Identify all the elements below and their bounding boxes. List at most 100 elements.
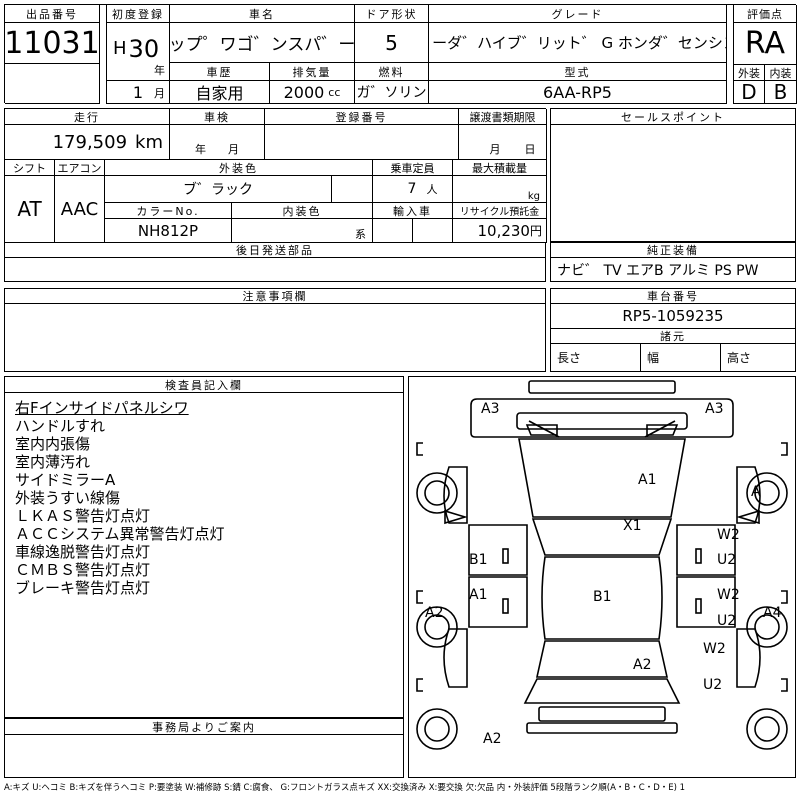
transfer-day-unit: 日 xyxy=(524,143,536,156)
plate xyxy=(265,125,459,160)
history-label: 車歴 xyxy=(170,63,270,81)
inspector-box: 検査員記入欄 右Fインサイドパネルシワ ハンドルすれ 室内内張傷 室内薄汚れ サ… xyxy=(4,376,404,718)
shipping-box: 後日発送部品 xyxy=(4,242,546,282)
specs-block: 走行 179,509 km 車検 年 月 登録番号 譲渡書類期限 月 日 シフト… xyxy=(4,108,547,243)
shipping-label: 後日発送部品 xyxy=(5,243,545,258)
year: 30 xyxy=(128,34,160,63)
model-label: 型式 xyxy=(429,63,727,81)
shift: AT xyxy=(5,176,55,243)
mark-front-left: A3 xyxy=(481,401,500,417)
exterior-grade-label: 外装 xyxy=(733,65,765,81)
mark-right-quarter-lower: U2 xyxy=(703,677,723,693)
capacity-cell: 7 人 xyxy=(373,176,453,203)
mark-right-fender: A4 xyxy=(763,605,782,621)
chassis-box: 車台番号 RP5-1059235 諸元 長さ 幅 高さ xyxy=(550,288,796,372)
sales-points-box: セールスポイント xyxy=(550,108,796,242)
displacement-cell: 2000 cc xyxy=(270,81,355,104)
chassis: RP5-1059235 xyxy=(551,304,795,329)
legend: A:キズ U:ヘコミ B:キズを伴うヘコミ P:要塗装 W:補修跡 S:錆 C:… xyxy=(4,783,686,793)
header-block: 出品番号 11031 初度登録 H 30 年 1 月 車名 ステップ゜ワゴ゛ンス… xyxy=(4,4,797,104)
equipment-box: 純正装備 ナビ゛ TV エアB アルミ PS PW xyxy=(550,242,796,282)
month: 1 xyxy=(132,82,144,102)
capacity-label: 乗車定員 xyxy=(373,160,453,176)
first-reg-year: H 30 年 xyxy=(106,23,170,81)
mark-left-fender: A2 xyxy=(425,605,444,621)
month-unit: 月 xyxy=(154,87,165,100)
car-name: ステップ゜ワゴ゛ンスパ゛ーダ゛ xyxy=(170,23,355,63)
color-label: 外装色 xyxy=(105,160,373,176)
mark-rear: A2 xyxy=(633,657,652,673)
length-label: 長さ xyxy=(551,344,641,371)
interior-color-cell: 系 xyxy=(232,219,373,243)
recycle-label: リサイクル預託金 xyxy=(453,203,547,219)
mark-left-rear-door: A1 xyxy=(469,587,488,603)
exterior-grade: D xyxy=(733,81,765,104)
color-no-label: カラーNo. xyxy=(105,203,232,219)
car-outline xyxy=(416,380,788,750)
lot-no-label: 出品番号 xyxy=(5,5,100,23)
dimensions-label: 諸元 xyxy=(551,329,795,344)
note-item: ＬＫＡＳ警告灯点灯 xyxy=(15,507,151,525)
color: ブ゛ラック xyxy=(105,176,332,203)
max-load-unit: kg xyxy=(527,191,540,202)
recycle-unit: 円 xyxy=(529,224,542,238)
mark-roof: B1 xyxy=(593,589,612,605)
mark-left-front-door: B1 xyxy=(469,552,488,568)
note-item: ＣＭＢＳ警告灯点灯 xyxy=(15,561,151,579)
note-item: ブレーキ警告灯点灯 xyxy=(15,579,151,597)
office-label: 事務局よりご案内 xyxy=(5,719,403,735)
note-item: 室内内張傷 xyxy=(15,435,91,453)
mark-right-quarter-upper: W2 xyxy=(703,641,726,657)
import-a xyxy=(373,219,413,243)
inspection-year-unit: 年 xyxy=(195,143,206,156)
first-reg-month: 1 月 xyxy=(106,81,170,104)
mark-rear-bumper: A2 xyxy=(483,731,502,747)
lot-no-blank xyxy=(5,63,100,104)
mark-right-front-door-upper: W2 xyxy=(717,527,740,543)
inspector-notes: 右Fインサイドパネルシワ ハンドルすれ 室内内張傷 室内薄汚れ サイドミラーA … xyxy=(15,399,225,597)
year-unit: 年 xyxy=(154,64,165,77)
height-label: 高さ xyxy=(727,351,752,365)
door-label: ドア形状 xyxy=(355,5,429,23)
era: H xyxy=(113,38,127,59)
color-extra xyxy=(332,176,373,203)
max-load-cell: kg xyxy=(453,176,547,203)
car-name-label: 車名 xyxy=(170,5,355,23)
caution-label: 注意事項欄 xyxy=(5,289,545,304)
import-b xyxy=(413,219,453,243)
note-item: 車線逸脱警告灯点灯 xyxy=(15,543,151,561)
mileage-unit: km xyxy=(135,131,163,153)
max-load-label: 最大積載量 xyxy=(453,160,547,176)
interior-grade-label: 内装 xyxy=(765,65,797,81)
shift-label: シフト xyxy=(5,160,55,176)
caution-box: 注意事項欄 xyxy=(4,288,546,372)
mark-right-front-door-lower: U2 xyxy=(717,552,737,568)
displacement-unit: cc xyxy=(328,85,341,99)
lot-no: 11031 xyxy=(5,23,100,63)
mark-hood: A1 xyxy=(638,472,657,488)
mark-right-mirror: A xyxy=(751,484,761,500)
fuel: ガ゛ソリン xyxy=(355,81,429,104)
interior-color-unit: 系 xyxy=(355,228,366,241)
mileage: 179,509 xyxy=(52,131,128,153)
fuel-label: 燃料 xyxy=(355,63,429,81)
note-item: 外装うすい線傷 xyxy=(15,489,121,507)
model: 6AA-RP5 xyxy=(429,81,727,104)
inspection-month-unit: 月 xyxy=(228,143,239,156)
mark-windshield: X1 xyxy=(623,518,642,534)
note-item: 右Fインサイドパネルシワ xyxy=(15,399,189,417)
history: 自家用 xyxy=(170,81,270,104)
recycle-cell: 10,230 円 xyxy=(453,219,547,243)
car-diagram: A3 A3 A1 A X1 B1 W2 U2 B1 A1 W2 U2 A2 A4… xyxy=(408,376,796,778)
note-item: サイドミラーA xyxy=(15,471,116,489)
mark-right-rear-door-upper: W2 xyxy=(717,587,740,603)
inspection-cell: 年 月 xyxy=(170,125,265,160)
inspection-label: 車検 xyxy=(170,109,265,125)
inspector-label: 検査員記入欄 xyxy=(5,377,403,393)
displacement: 2000 xyxy=(283,82,325,102)
capacity-unit: 人 xyxy=(426,183,438,196)
ac: AAC xyxy=(55,176,105,243)
grade-label: グレード xyxy=(429,5,727,23)
interior-color-label: 内装色 xyxy=(232,203,373,219)
width-label: 幅 xyxy=(641,344,721,371)
